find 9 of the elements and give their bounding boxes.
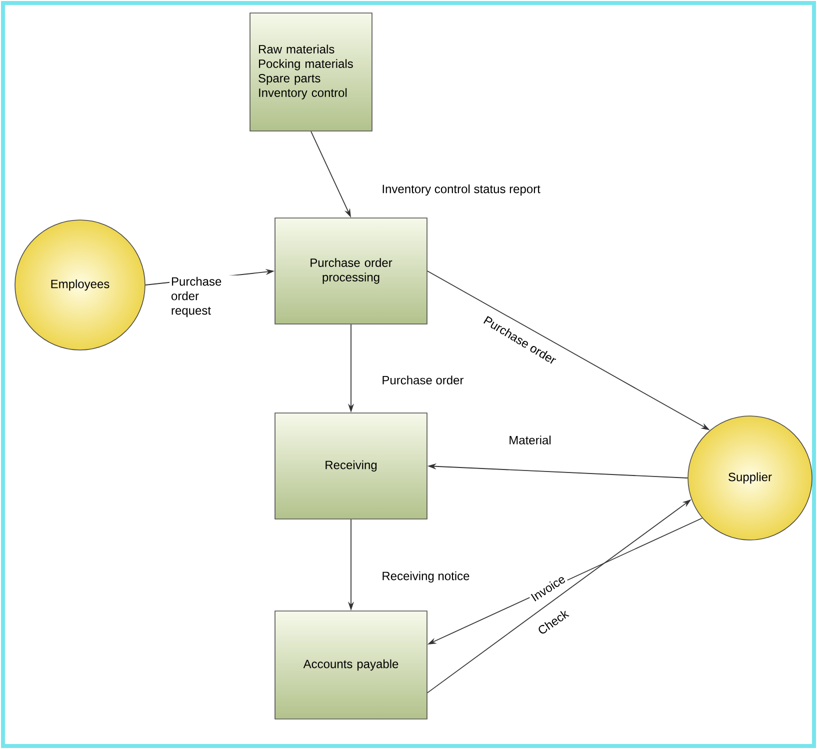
process-box: Receiving bbox=[274, 412, 428, 520]
edge-label: Purchase order request bbox=[170, 275, 240, 319]
edge-label: Inventory control status report bbox=[380, 182, 542, 198]
process-box: Purchase order processing bbox=[274, 218, 428, 324]
process-box: Raw materials Pocking materials Spare parts Inventory control bbox=[250, 12, 372, 132]
process-box: Accounts payable bbox=[274, 610, 428, 720]
edge-label: Purchase order bbox=[380, 374, 466, 386]
edge-label: Receiving notice bbox=[380, 570, 472, 584]
edge-label: Material bbox=[507, 434, 553, 446]
